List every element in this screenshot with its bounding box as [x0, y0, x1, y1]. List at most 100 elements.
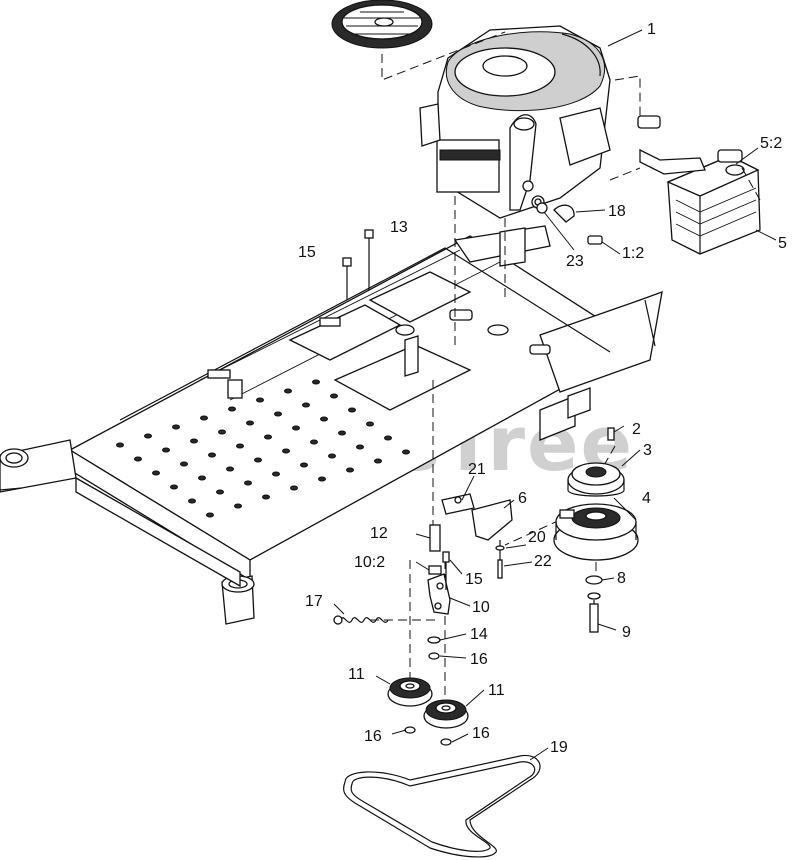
nuts-16	[404, 726, 452, 746]
perforation-hole	[274, 411, 282, 417]
callout-9: 9	[622, 624, 631, 641]
idler-pulley-left	[387, 677, 433, 707]
floor-perforations	[116, 379, 410, 518]
callout-22: 22	[534, 553, 552, 570]
callout-17: 17	[305, 593, 323, 610]
perforation-hole	[244, 480, 252, 486]
perforation-hole	[180, 461, 188, 467]
perforation-hole	[116, 442, 124, 448]
washers-14-16	[427, 636, 441, 660]
perforation-hole	[356, 444, 364, 450]
callout-15-mid: 15	[465, 571, 483, 588]
idler-arm	[427, 524, 451, 615]
perforation-hole	[170, 484, 178, 490]
callout-14: 14	[470, 626, 488, 643]
callout-12: 12	[370, 525, 388, 542]
washer-8-bolt-9	[585, 575, 603, 633]
callout-13: 13	[390, 219, 408, 236]
callout-16-left: 16	[364, 728, 382, 745]
perforation-hole	[200, 415, 208, 421]
perforation-hole	[320, 416, 328, 422]
callout-16-upper: 16	[470, 651, 488, 668]
callout-3: 3	[643, 442, 652, 459]
perforation-hole	[338, 430, 346, 436]
perforation-hole	[292, 425, 300, 431]
callout-11-left: 11	[348, 666, 365, 683]
perforation-hole	[384, 435, 392, 441]
perforation-hole	[402, 449, 410, 455]
perforation-hole	[144, 433, 152, 439]
perforation-hole	[134, 456, 142, 462]
bracket-6	[441, 493, 513, 579]
callout-20: 20	[528, 529, 546, 546]
perforation-hole	[256, 397, 264, 403]
spring-17	[333, 615, 389, 625]
perforation-hole	[318, 476, 326, 482]
perforation-hole	[328, 453, 336, 459]
perforation-hole	[272, 471, 280, 477]
perforation-hole	[282, 448, 290, 454]
perforation-hole	[290, 485, 298, 491]
perforation-hole	[254, 457, 262, 463]
perforation-hole	[264, 434, 272, 440]
perforation-hole	[152, 470, 160, 476]
callout-18: 18	[608, 203, 626, 220]
chassis-frame	[0, 225, 663, 625]
perforation-hole	[234, 503, 242, 509]
engine	[419, 25, 611, 219]
perforation-hole	[226, 466, 234, 472]
perforation-hole	[262, 494, 270, 500]
perforation-hole	[198, 475, 206, 481]
idler-pulley-right	[423, 699, 469, 729]
callout-10: 10	[472, 599, 490, 616]
perforation-hole	[312, 379, 320, 385]
perforation-hole	[246, 420, 254, 426]
perforation-hole	[190, 438, 198, 444]
perforation-hole	[300, 462, 308, 468]
callout-1: 1	[647, 21, 656, 38]
bolts-top	[342, 229, 374, 300]
drive-belt-19	[342, 754, 541, 858]
perforation-hole	[208, 452, 216, 458]
fittings	[536, 202, 603, 245]
perforation-hole	[172, 424, 180, 430]
pulley-3	[567, 462, 625, 497]
callout-2: 2	[632, 421, 641, 438]
callout-5: 5	[778, 235, 787, 252]
callout-5-2: 5:2	[760, 135, 782, 152]
air-cleaner-cover	[331, 0, 433, 49]
perforation-hole	[218, 429, 226, 435]
callout-1-2: 1:2	[622, 245, 644, 262]
callout-4: 4	[642, 490, 651, 507]
callout-15-top: 15	[298, 244, 316, 261]
callout-labels: 1 5:2 18 5 1:2 23 13 15 2 3 21 4 6 20 12…	[298, 21, 787, 756]
callout-21: 21	[468, 461, 486, 478]
clutch-4	[553, 503, 639, 561]
pin-2	[607, 427, 615, 441]
perforation-hole	[236, 443, 244, 449]
perforation-hole	[188, 498, 196, 504]
perforation-hole	[374, 458, 382, 464]
perforation-hole	[366, 421, 374, 427]
perforation-hole	[346, 467, 354, 473]
callout-8: 8	[617, 570, 626, 587]
perforation-hole	[348, 407, 356, 413]
perforation-hole	[284, 388, 292, 394]
perforation-hole	[228, 406, 236, 412]
callout-16-right: 16	[472, 725, 490, 742]
callout-10-2: 10:2	[354, 554, 385, 571]
perforation-hole	[302, 402, 310, 408]
perforation-hole	[330, 393, 338, 399]
muffler	[637, 115, 761, 255]
callout-23: 23	[566, 253, 584, 270]
callout-11-right: 11	[488, 682, 505, 699]
callout-6: 6	[518, 490, 527, 507]
perforation-hole	[206, 512, 214, 518]
callout-leaders	[333, 29, 777, 761]
perforation-hole	[162, 447, 170, 453]
callout-19: 19	[550, 739, 568, 756]
perforation-hole	[310, 439, 318, 445]
perforation-hole	[216, 489, 224, 495]
